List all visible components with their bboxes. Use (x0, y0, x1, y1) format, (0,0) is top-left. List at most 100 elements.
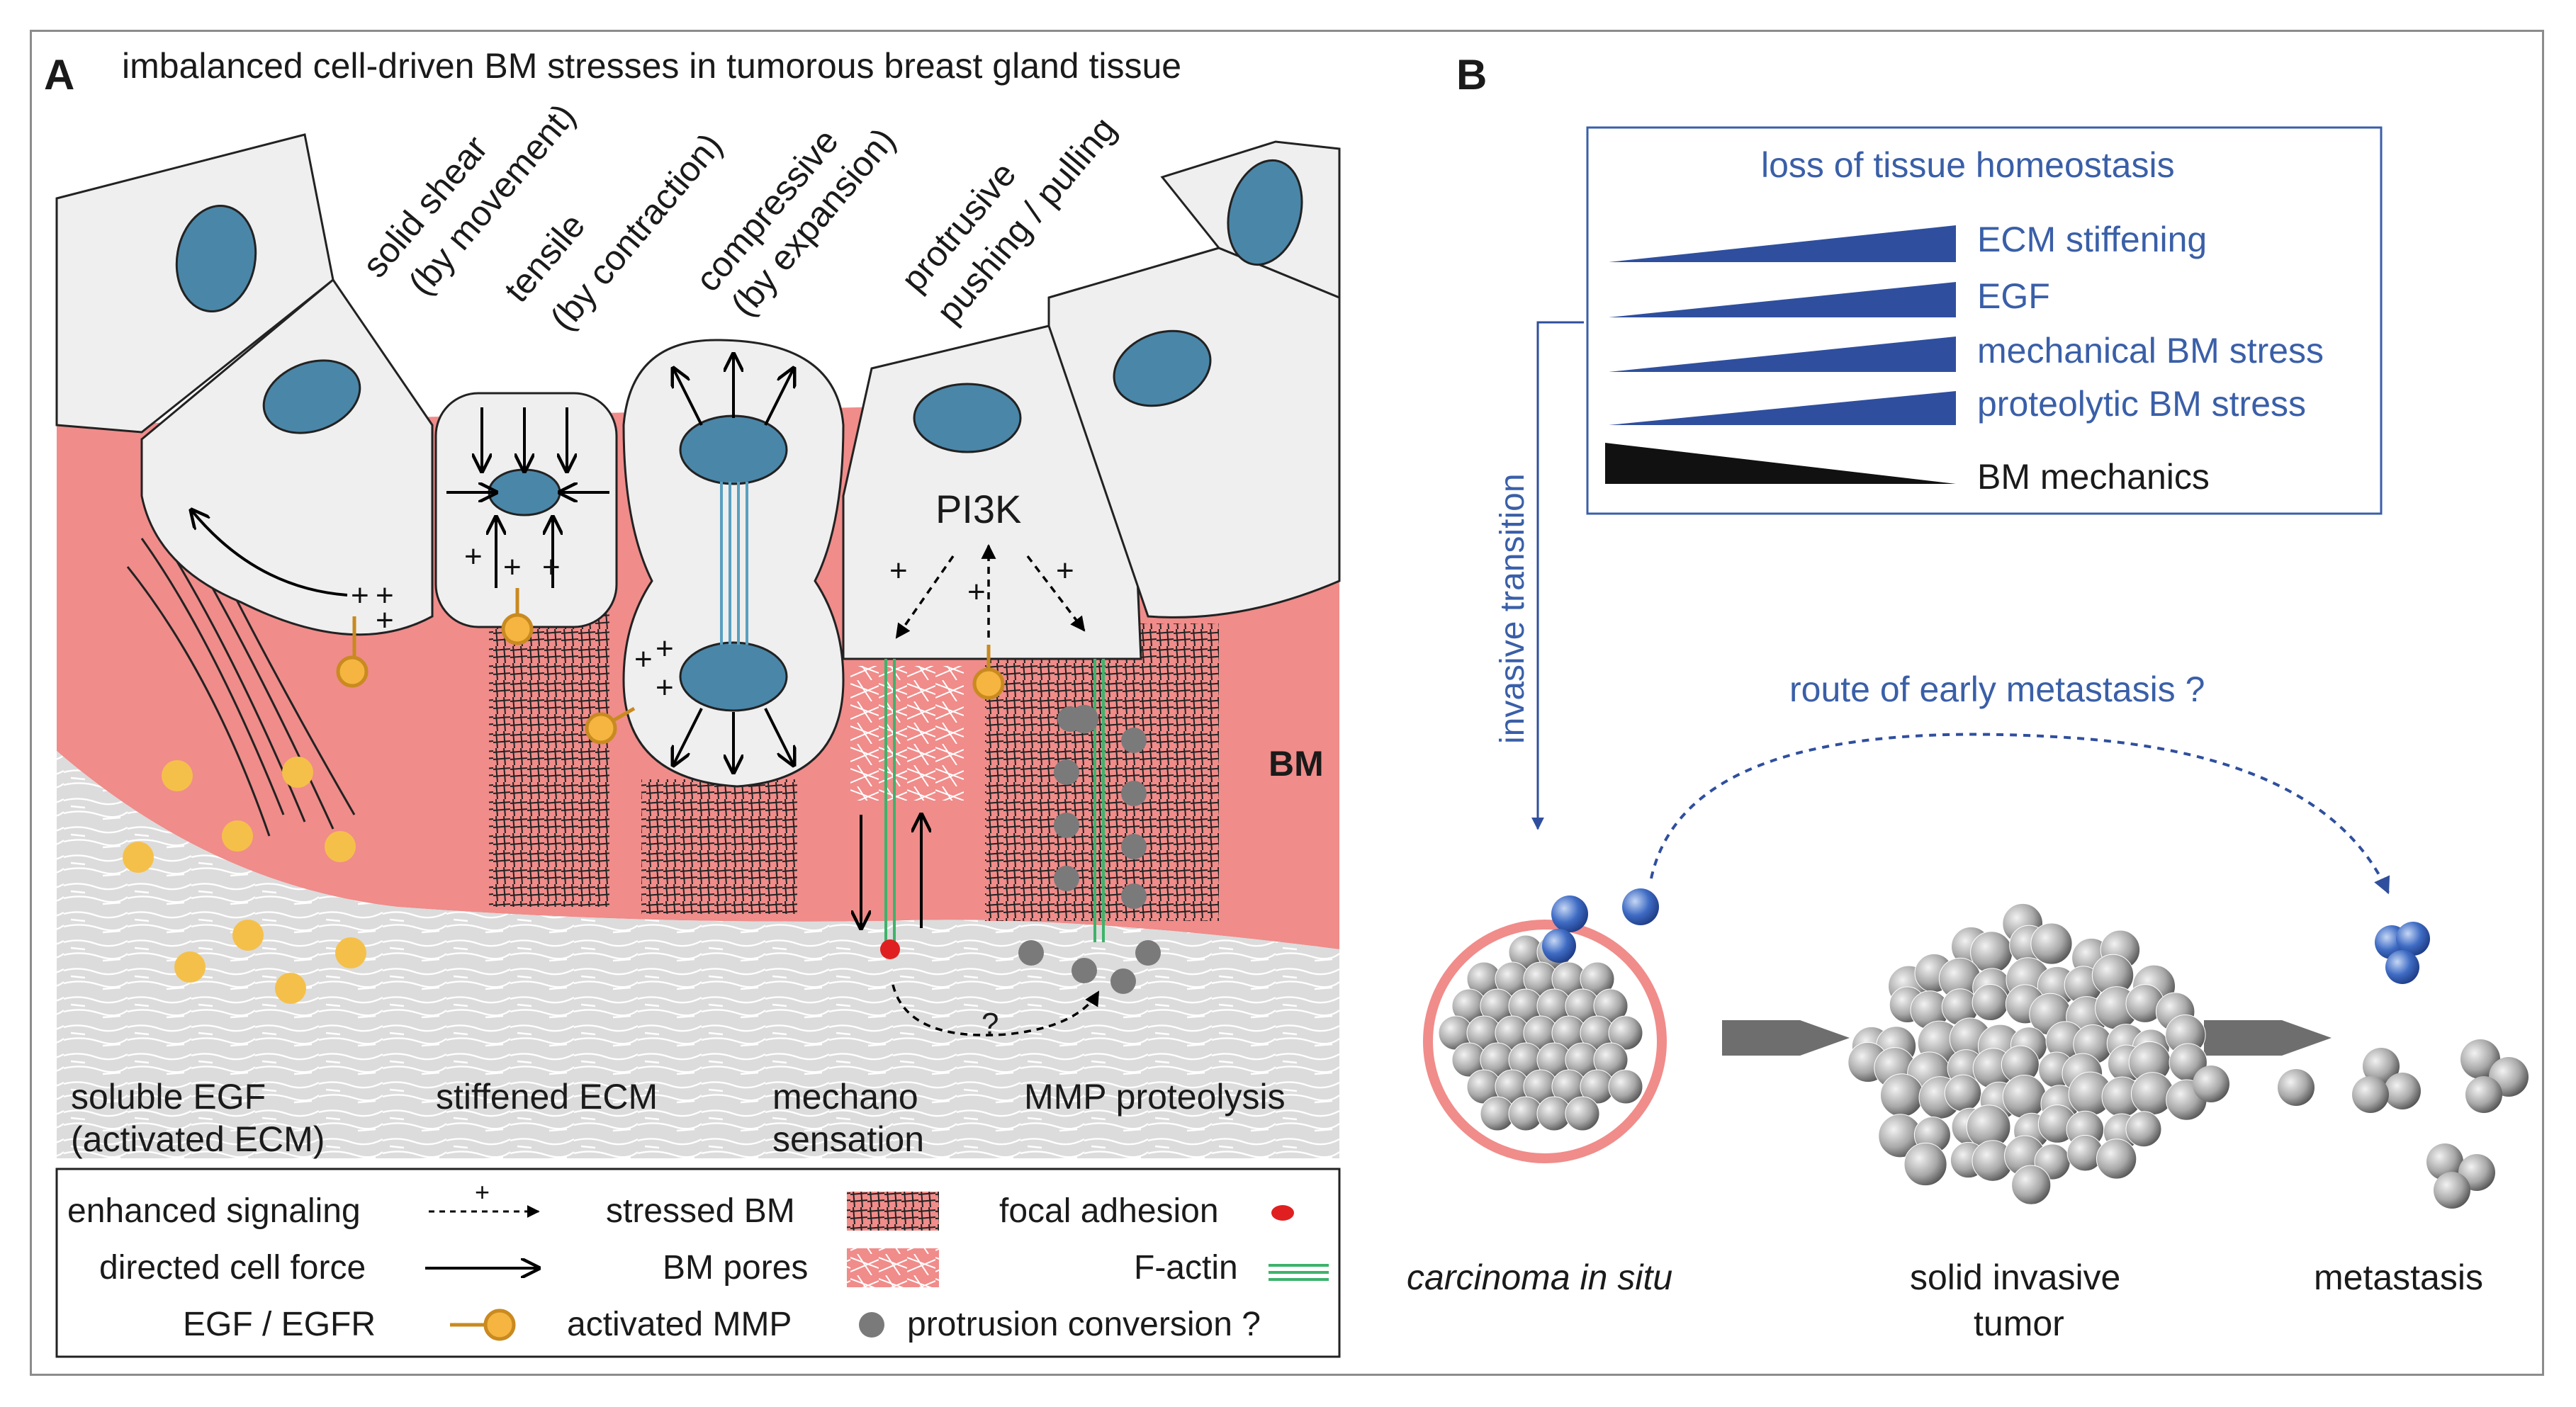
escaping-cell-1 (1551, 895, 1588, 932)
svg-text:+: + (656, 631, 674, 666)
tumor-cell-52 (2002, 1075, 2047, 1119)
cell-right-mid (1047, 247, 1341, 618)
met-grey-7 (2426, 1143, 2463, 1180)
bm-pores-region (850, 666, 964, 801)
homeostasis-items: ECM stiffening EGF mechanical BM stress … (1977, 220, 2324, 497)
met-grey-4 (2460, 1039, 2500, 1079)
legend-f-actin: F-actin (1134, 1249, 1238, 1287)
legend-protrusion-conversion: protrusion conversion ? (907, 1306, 1261, 1343)
legend-egfr-symbol (450, 1309, 516, 1341)
cell-shear (140, 278, 434, 636)
tumor-cell-4 (2030, 922, 2073, 965)
item-egf: EGF (1977, 276, 2050, 316)
stage-arrow-2 (2204, 1020, 2332, 1056)
nucleus-5 (913, 383, 1022, 453)
carcinoma-cell-19 (1608, 1015, 1643, 1051)
stage-arrow-1 (1722, 1020, 1850, 1056)
mechano-label-2: sensation (772, 1119, 924, 1159)
directed-force-arrows (191, 354, 921, 928)
nucleus-1 (175, 205, 257, 312)
activated-mmp-shapes (1018, 705, 1161, 994)
metastasis-clusters (2193, 922, 2529, 1209)
legend-bm-pores: BM pores (663, 1249, 808, 1287)
carcinoma-cell-35 (1565, 1096, 1600, 1131)
item-proteolytic-bm-stress: proteolytic BM stress (1977, 384, 2306, 424)
nucleus-4b (679, 641, 788, 712)
wedge-mechanical (1609, 337, 1956, 372)
focal-adhesion (880, 939, 900, 959)
tumor-cell-74 (2011, 1165, 2052, 1205)
svg-text:+: + (634, 642, 653, 677)
legend-activated-mmp: activated MMP (567, 1306, 792, 1343)
legend-bm-pores-symbol (847, 1248, 939, 1287)
svg-text:+: + (503, 550, 522, 584)
soluble-egf-label-2: (activated ECM) (71, 1119, 325, 1159)
panel-a: A imbalanced cell-driven BM stresses in … (44, 46, 1341, 1358)
bottom-labels: soluble EGF (activated ECM) stiffened EC… (71, 1077, 1286, 1159)
signaling-arrows (892, 543, 1100, 1036)
f-actin-lines (720, 482, 748, 645)
legend-mmp-symbol (859, 1312, 884, 1338)
stressed-bm-tensile (489, 595, 609, 907)
legend-stressed-bm-symbol (847, 1192, 939, 1231)
item-mechanical-bm-stress: mechanical BM stress (1977, 331, 2324, 371)
tumor-cell-73 (2096, 1138, 2137, 1180)
carcinoma-cells (1438, 934, 1643, 1131)
wedges (1605, 225, 1956, 484)
item-bm-mechanics: BM mechanics (1977, 457, 2210, 497)
wedge-proteolytic (1609, 391, 1956, 425)
route-label: route of early metastasis ? (1789, 669, 2205, 709)
nucleus-4a (679, 414, 788, 485)
stage-solid-label-1: solid invasive (1910, 1258, 2120, 1297)
wedge-ecm-stiffening (1609, 225, 1956, 262)
panel-a-title: imbalanced cell-driven BM stresses in tu… (122, 46, 1181, 86)
homeostasis-box (1586, 126, 2383, 515)
svg-text:+: + (542, 550, 561, 584)
carcinoma-cell-31 (1608, 1069, 1643, 1104)
mechano-label-1: mechano (772, 1077, 918, 1117)
soluble-egf-dots (123, 757, 366, 1004)
met-grey-1 (2363, 1048, 2400, 1085)
panel-b: B loss of tissue homeostasis ECM stiffen… (1407, 51, 2529, 1343)
soluble-egf-label-1: soluble EGF (71, 1077, 266, 1117)
carcinoma-in-situ (1423, 888, 1667, 1163)
legend-focal-adhesion: focal adhesion (999, 1192, 1219, 1230)
stroma-ecm (57, 751, 1339, 1158)
homeostasis-title: loss of tissue homeostasis (1761, 145, 2175, 185)
cell-compressive (622, 339, 845, 788)
stiffened-ecm-label: stiffened ECM (436, 1077, 658, 1117)
bm-label: BM (1269, 744, 1324, 784)
egfr-receptors (336, 588, 1005, 745)
route-arrow (1650, 733, 2390, 895)
migrating-cell-2 (2278, 1069, 2315, 1106)
stage-carcinoma-label: carcinoma in situ (1407, 1258, 1672, 1297)
plus-signs: ++ + ++ + ++ + ++ + (351, 539, 1074, 705)
svg-text:+: + (889, 553, 908, 588)
pi3k-label: PI3K (935, 487, 1021, 531)
tumor-cell-50 (1944, 1074, 1982, 1112)
legend-enhanced-signaling: enhanced signaling (67, 1192, 361, 1230)
item-ecm-stiffening: ECM stiffening (1977, 220, 2207, 259)
panel-b-letter: B (1456, 51, 1487, 98)
tumor-cell-19 (1972, 984, 2009, 1022)
tumor-cell-67 (1903, 1142, 1947, 1187)
svg-text:+: + (656, 670, 674, 705)
solid-invasive-tumor (1847, 903, 2207, 1205)
nucleus-3 (488, 468, 561, 516)
legend-focal-adhesion-symbol (1271, 1205, 1294, 1221)
met-grey-9 (2434, 1172, 2470, 1209)
nucleus-2 (262, 359, 361, 434)
stressed-bm-fibers-shear (126, 538, 356, 837)
legend-plus-symbol: + (475, 1177, 490, 1207)
wedge-egf (1609, 282, 1956, 317)
invasive-transition-label: invasive transition (1494, 473, 1531, 744)
tumor-cell-66 (2125, 1111, 2162, 1148)
met-blue-3 (2385, 950, 2419, 984)
svg-text:+: + (376, 603, 394, 638)
escaping-cell-2 (1622, 888, 1659, 925)
panel-a-letter: A (44, 51, 74, 98)
met-grey-3 (2352, 1076, 2389, 1113)
legend-directed-cell-force: directed cell force (99, 1249, 366, 1287)
migrating-cell-1 (2193, 1066, 2229, 1102)
